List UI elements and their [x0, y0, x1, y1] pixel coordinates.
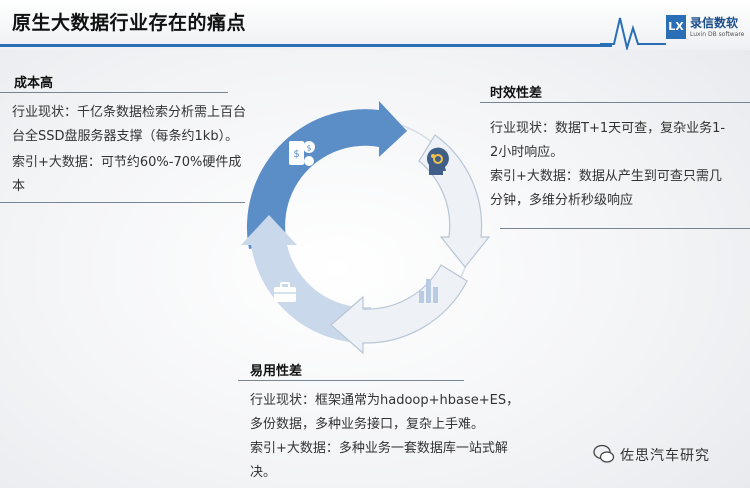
- timeliness-line: 行业现状：数据T+1天可查，复杂业务1-: [490, 121, 726, 136]
- timeliness-line: 2小时响应。: [490, 145, 564, 160]
- cost-line: 索引+大数据：可节约60%-70%硬件成: [12, 155, 242, 170]
- page-title: 原生大数据行业存在的痛点: [12, 12, 247, 34]
- heartbeat-line-icon: [600, 17, 666, 50]
- briefcase-icon: [274, 282, 296, 302]
- cost-line: 本: [12, 179, 26, 194]
- cycle-diagram: $ $: [241, 101, 491, 355]
- cost-line: 台全SSD盘服务器支撑（每条约1kb）。: [12, 129, 239, 144]
- usability-heading-rule: [238, 380, 464, 381]
- logo-name-en: Luxin DB software: [690, 31, 745, 38]
- timeliness-line: 分钟，多维分析秒级响应: [490, 193, 634, 208]
- logo-name-cn: 录信数软: [690, 16, 739, 30]
- title-underline: [0, 44, 612, 47]
- cycle-arrow-top: [246, 101, 407, 249]
- cost-line: 行业现状：千亿条数据检索分析需上百台: [12, 105, 247, 120]
- timeliness-line: 索引+大数据：数据从产生到可查只需几: [490, 169, 722, 184]
- svg-text:$: $: [293, 149, 299, 160]
- money-phone-icon: $ $: [289, 141, 315, 166]
- usability-line: 决。: [250, 465, 277, 480]
- svg-text:$: $: [306, 144, 311, 153]
- usability-line: 多份数据，多种业务接口，复杂上手难。: [250, 417, 485, 432]
- cycle-arrow-bottom: [330, 264, 468, 355]
- timeliness-heading-rule: [480, 102, 750, 103]
- wechat-icon: [593, 444, 615, 463]
- cycle-arrow-left: [241, 215, 371, 344]
- usability-line: 行业现状：框架通常为hadoop+hbase+ES，: [250, 393, 520, 408]
- head-gears-icon: [426, 147, 449, 175]
- watermark-text: 佐思汽车研究: [620, 448, 710, 464]
- timeliness-heading: 时效性差: [490, 86, 543, 101]
- title-bar: 原生大数据行业存在的痛点 LX 录信数软 Luxin DB software: [0, 0, 750, 50]
- company-logo: LX 录信数软 Luxin DB software: [666, 12, 746, 42]
- usability-heading: 易用性差: [250, 364, 303, 379]
- usability-line: 索引+大数据：多种业务一套数据库一站式解: [250, 441, 508, 456]
- cost-heading-rule: [0, 92, 228, 93]
- bar-chart-icon: [419, 279, 438, 303]
- cost-bottom-rule: [0, 202, 245, 203]
- timeliness-bottom-rule: [500, 228, 750, 229]
- cost-heading: 成本高: [14, 76, 54, 91]
- logo-mark: LX: [666, 15, 686, 39]
